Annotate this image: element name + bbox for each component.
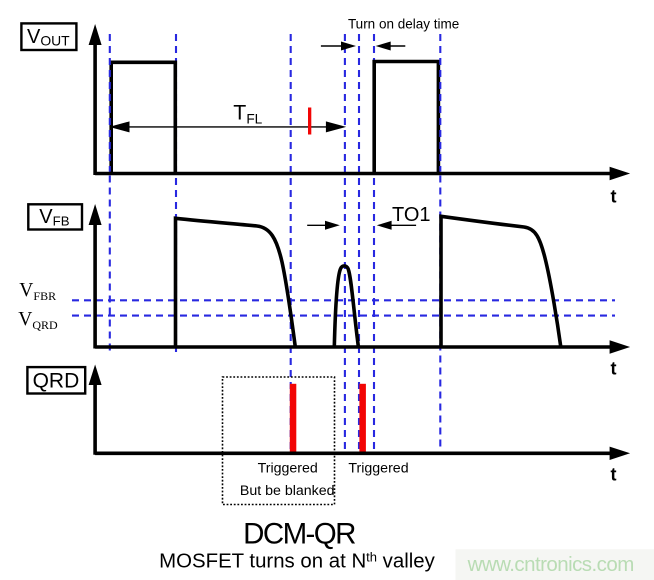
- svg-text:But be blanked: But be blanked: [240, 483, 335, 499]
- svg-text:DCM-QR: DCM-QR: [243, 518, 355, 551]
- svg-text:t: t: [611, 359, 617, 379]
- svg-text:Turn on delay time: Turn on delay time: [348, 17, 459, 32]
- svg-text:Triggered: Triggered: [258, 460, 318, 476]
- svg-text:TO1: TO1: [392, 204, 431, 226]
- svg-text:t: t: [611, 187, 617, 207]
- svg-text:Triggered: Triggered: [348, 461, 408, 477]
- svg-text:www.cntronics.com: www.cntronics.com: [467, 553, 634, 576]
- svg-text:t: t: [611, 465, 617, 485]
- svg-text:MOSFET turns on at Nth valley: MOSFET turns on at Nth valley: [159, 549, 435, 572]
- svg-text:QRD: QRD: [33, 369, 80, 392]
